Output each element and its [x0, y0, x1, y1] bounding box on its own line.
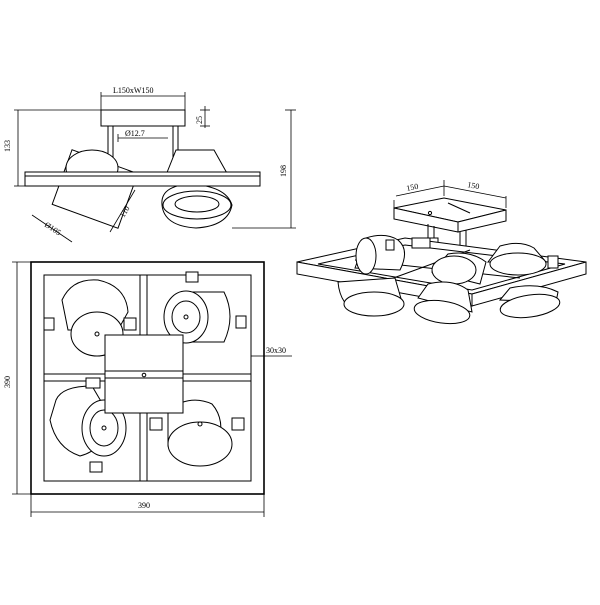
label-iso-width-left: 150 [406, 182, 420, 193]
top-shade-bottom-left [49, 377, 127, 473]
label-frame-height: 390 [3, 376, 12, 388]
iso-view: 150 150 [296, 180, 587, 325]
top-shade-top-left [43, 279, 137, 357]
top-center-plate [104, 334, 184, 414]
side-frame-bar [24, 171, 261, 187]
label-frame-width: 390 [138, 501, 150, 510]
label-stem-diameter: Ø12.7 [125, 129, 145, 138]
top-view: 390 390 30x30 [3, 261, 292, 517]
side-top-plate [100, 109, 186, 127]
top-frame-outer [30, 261, 265, 495]
label-side-height: 198 [279, 165, 288, 177]
label-base-plate: L150xW150 [113, 86, 153, 95]
label-bar-section: 30x30 [266, 346, 286, 355]
side-shade-right [161, 149, 233, 229]
top-shade-top-right [163, 271, 247, 344]
side-view: L150xW150 Ø12.7 25 133 110 Ø105 198 [3, 86, 296, 243]
label-shade-diameter: Ø105 [43, 220, 63, 237]
iso-shade-center [411, 237, 487, 285]
label-total-height: 133 [3, 140, 12, 152]
iso-shade-back-left [354, 234, 405, 275]
iso-shade-front-right [498, 285, 561, 319]
iso-shade-front-left [337, 277, 405, 317]
label-plate-thickness: 25 [195, 116, 204, 124]
label-iso-width-right: 150 [467, 180, 480, 191]
iso-shade-back-right [487, 242, 559, 276]
iso-shade-front-center [413, 281, 473, 325]
